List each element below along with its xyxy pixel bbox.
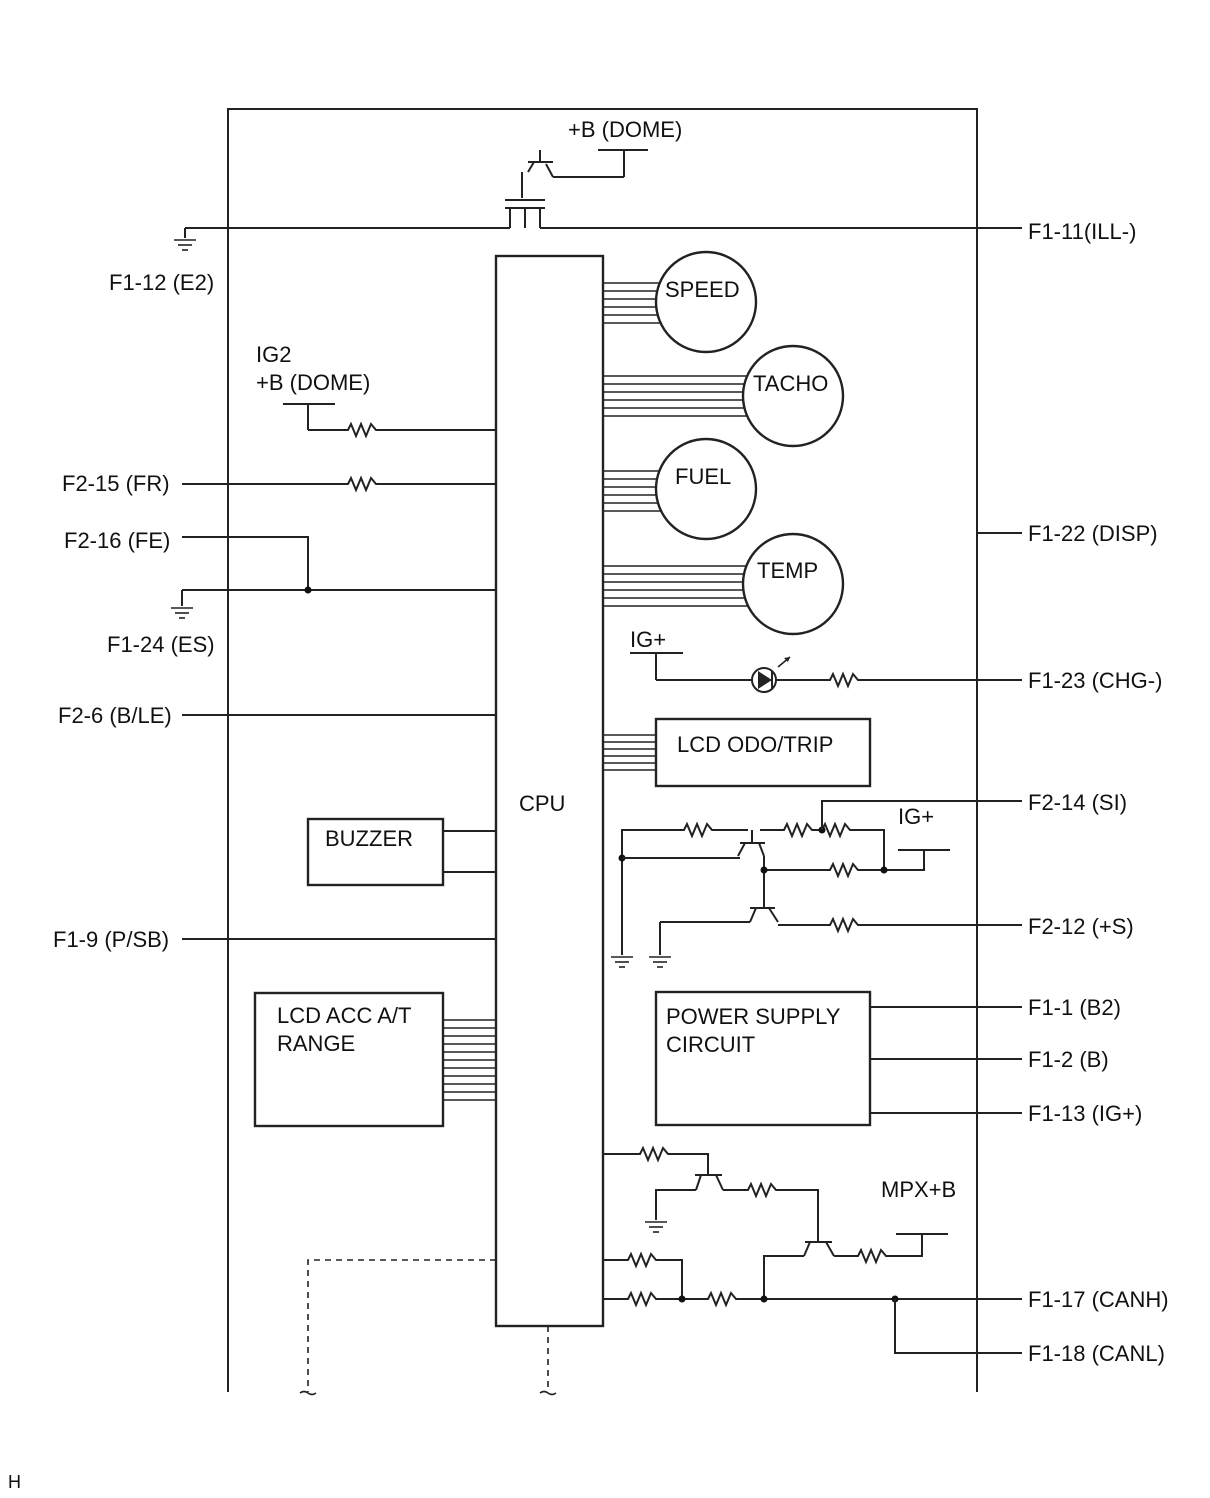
gauge-label-tacho: TACHO	[753, 371, 828, 396]
charge-led-icon	[751, 656, 791, 693]
supply-ig-plus-right: IG+	[898, 804, 934, 829]
terminal-f2-12: F2-12 (+S)	[1028, 914, 1134, 939]
buzzer-label: BUZZER	[325, 826, 413, 851]
tacho-gauge	[741, 344, 845, 448]
supply-mpx-b: MPX+B	[881, 1177, 956, 1202]
si-circuit	[618, 800, 1022, 955]
terminal-f2-6: F2-6 (B/LE)	[58, 703, 172, 728]
ground-icon	[170, 607, 194, 619]
terminal-f1-18: F1-18 (CANL)	[1028, 1341, 1165, 1366]
terminal-f1-11: F1-11(ILL-)	[1028, 219, 1136, 244]
buzzer-block	[306, 817, 445, 887]
terminal-f1-12: F1-12 (E2)	[109, 270, 214, 295]
terminal-f1-17: F1-17 (CANH)	[1028, 1287, 1169, 1312]
ig2-resistor-wire	[308, 421, 496, 439]
can-circuit	[603, 1145, 1022, 1354]
illumination-transistor	[505, 149, 648, 228]
terminal-f1-9: F1-9 (P/SB)	[53, 927, 169, 952]
power-supply-label-1: POWER SUPPLY	[666, 1004, 841, 1029]
power-supply-label-2: CIRCUIT	[666, 1032, 755, 1057]
cpu-block	[494, 254, 605, 1328]
supply-b-dome-top: +B (DOME)	[568, 117, 682, 142]
ground-icon	[173, 239, 197, 251]
cpu-label: CPU	[519, 791, 565, 816]
temp-bus	[603, 565, 750, 607]
lcd-acc-label-1: LCD ACC A/T	[277, 1003, 411, 1028]
temp-gauge	[741, 532, 845, 636]
supply-ig2: IG2	[256, 342, 291, 367]
footer-mark: H	[8, 1472, 21, 1492]
terminal-f1-22: F1-22 (DISP)	[1028, 521, 1158, 546]
lcd-acc-label-2: RANGE	[277, 1031, 355, 1056]
terminal-f1-24: F1-24 (ES)	[107, 632, 215, 657]
ground-icon	[610, 956, 634, 968]
terminal-f1-23: F1-23 (CHG-)	[1028, 668, 1162, 693]
lcd-odo-bus	[603, 734, 656, 771]
speed-bus	[603, 282, 665, 324]
supply-b-dome-left: +B (DOME)	[256, 370, 370, 395]
terminal-f2-15: F2-15 (FR)	[62, 471, 170, 496]
terminal-f1-1: F1-1 (B2)	[1028, 995, 1121, 1020]
gauge-label-fuel: FUEL	[675, 464, 731, 489]
chg-wire	[776, 671, 1022, 689]
gauge-label-speed: SPEED	[665, 277, 740, 302]
ground-icon	[644, 1221, 668, 1233]
lcd-odo-label: LCD ODO/TRIP	[677, 732, 833, 757]
power-supply-block	[654, 990, 872, 1127]
fr-wire	[182, 475, 496, 493]
fuel-gauge	[654, 437, 758, 541]
speed-gauge	[654, 250, 758, 354]
ground-icon	[648, 956, 672, 968]
tacho-bus	[603, 375, 750, 417]
terminal-f1-13: F1-13 (IG+)	[1028, 1101, 1142, 1126]
lcd-odo-block	[654, 717, 872, 788]
terminal-f2-16: F2-16 (FE)	[64, 528, 170, 553]
supply-ig-plus-led: IG+	[630, 627, 666, 652]
meter-outline	[227, 108, 978, 1392]
terminal-f2-14: F2-14 (SI)	[1028, 790, 1127, 815]
lcd-acc-bus	[443, 1019, 496, 1101]
fuel-bus	[603, 470, 665, 512]
gauge-label-temp: TEMP	[757, 558, 818, 583]
terminal-f1-2: F1-2 (B)	[1028, 1047, 1109, 1072]
fe-wire	[182, 536, 309, 590]
lcd-acc-block	[253, 991, 445, 1128]
dashed-line-left	[307, 1259, 496, 1392]
